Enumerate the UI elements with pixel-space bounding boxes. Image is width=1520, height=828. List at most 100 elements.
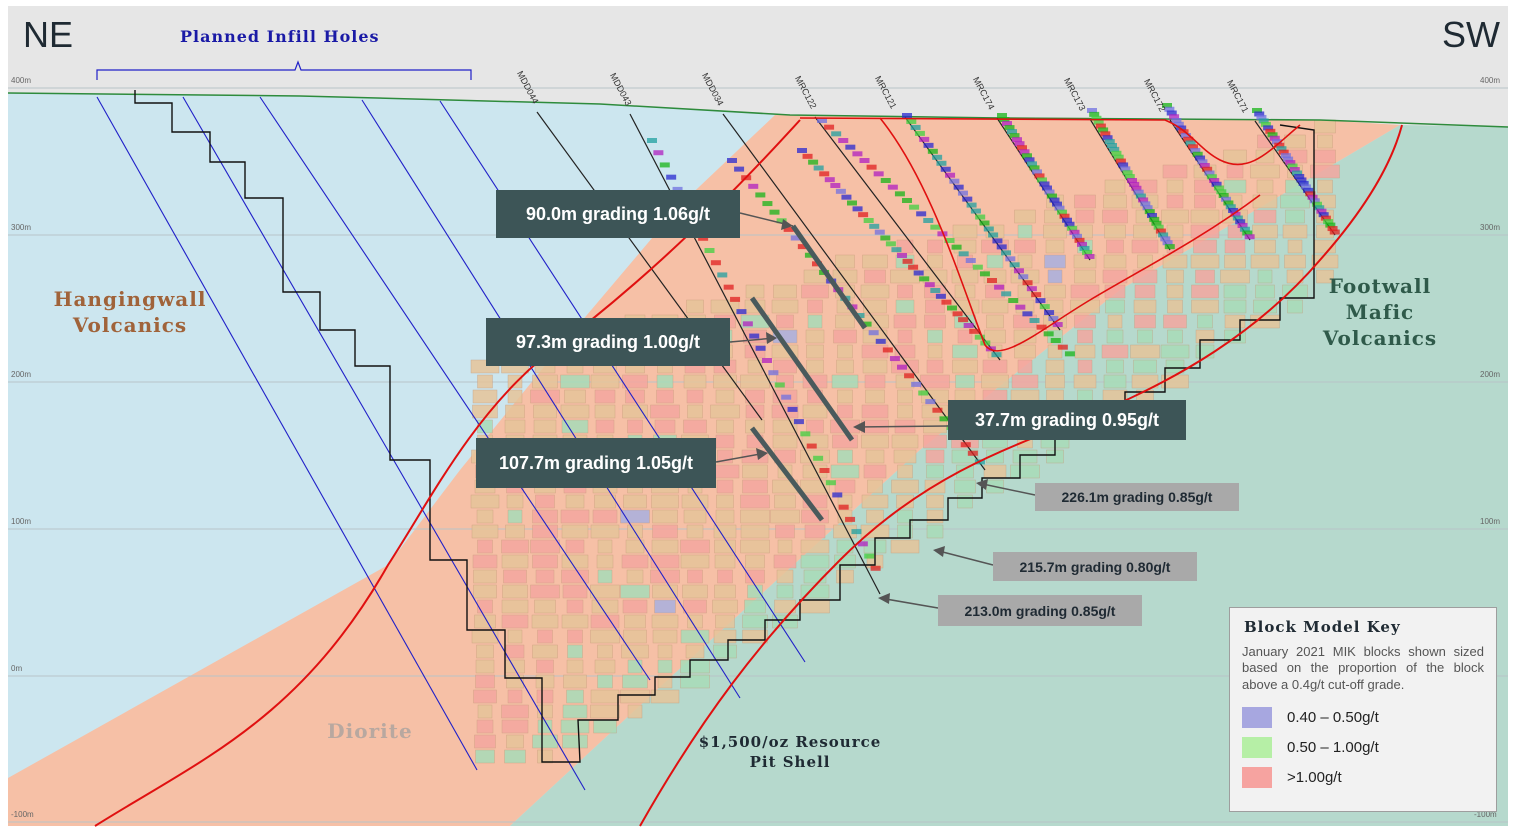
model-block [565, 494, 585, 509]
model-block [747, 584, 763, 599]
model-block [622, 374, 648, 389]
model-block [687, 404, 703, 419]
assay-interval [847, 200, 857, 206]
model-block [806, 344, 824, 359]
assay-interval [793, 419, 804, 425]
model-block [773, 359, 797, 374]
assay-interval [887, 184, 898, 190]
model-block [806, 359, 824, 374]
assay-interval [1057, 344, 1068, 350]
assay-interval [972, 264, 983, 270]
model-block [1045, 374, 1065, 389]
assay-interval [1001, 291, 1012, 297]
model-block [833, 329, 857, 344]
model-block [1195, 329, 1215, 344]
intercept-callout-215m: 215.7m grading 0.80g/t [993, 552, 1197, 581]
assay-interval [1019, 149, 1030, 155]
model-block [714, 584, 736, 599]
assay-interval [1285, 160, 1296, 166]
model-block [981, 374, 1009, 389]
intercept-bar-2 [749, 296, 855, 442]
model-block [1314, 119, 1336, 134]
assay-interval [1235, 219, 1246, 225]
model-block [832, 434, 858, 449]
assay-interval [1303, 187, 1314, 193]
assay-interval [1124, 174, 1135, 180]
assay-interval [1069, 229, 1080, 235]
model-block [745, 284, 765, 299]
model-block [1282, 224, 1308, 239]
intercept-bars [749, 224, 868, 522]
model-block [473, 689, 497, 704]
assay-interval [1298, 180, 1309, 186]
assay-interval [1325, 222, 1336, 228]
infill-hole-1 [96, 96, 478, 771]
model-block [986, 254, 1004, 269]
model-block [1166, 179, 1184, 194]
model-block [680, 659, 710, 674]
model-block [651, 494, 679, 509]
model-block [861, 434, 889, 449]
assay-interval [923, 218, 934, 223]
model-block [680, 554, 710, 569]
assay-interval [804, 252, 815, 258]
assay-interval [902, 198, 912, 203]
model-block [476, 644, 494, 659]
assay-interval [1035, 298, 1046, 304]
model-block [477, 539, 493, 554]
model-block [1102, 269, 1128, 284]
model-block [890, 539, 920, 554]
model-block [1137, 329, 1153, 344]
model-block [1254, 239, 1276, 254]
model-block [860, 284, 890, 299]
model-block [716, 494, 734, 509]
model-block [682, 584, 708, 599]
model-block [831, 374, 859, 389]
model-block [590, 524, 620, 539]
model-block [716, 419, 734, 434]
direction-sw: SW [1442, 14, 1500, 55]
elevation-label-left-200: 200m [11, 370, 32, 379]
model-block [1134, 284, 1156, 299]
model-block [624, 614, 646, 629]
assay-interval [1206, 174, 1217, 180]
model-block [777, 539, 793, 554]
model-block [473, 584, 497, 599]
assay-interval [1269, 135, 1280, 141]
model-block [710, 299, 740, 314]
model-block [920, 374, 950, 389]
model-block [1104, 284, 1126, 299]
assay-interval [916, 211, 927, 217]
model-block [1106, 359, 1124, 374]
assay-interval [1039, 181, 1050, 187]
assay-interval [704, 248, 715, 253]
block-model-key-title: Block Model Key [1244, 618, 1401, 636]
assay-interval [832, 492, 843, 498]
model-block [836, 359, 854, 374]
assay-interval [1120, 166, 1131, 172]
model-block [982, 359, 1008, 374]
model-block [745, 569, 765, 584]
assay-interval [1107, 143, 1117, 148]
assay-interval [781, 394, 792, 400]
assay-interval [919, 136, 930, 142]
model-block [597, 569, 613, 584]
assay-interval [808, 159, 819, 165]
model-block [680, 674, 710, 689]
model-block [627, 659, 643, 674]
model-block [532, 374, 558, 389]
assay-interval [1084, 253, 1095, 259]
assay-interval [1244, 234, 1255, 240]
model-block [561, 554, 589, 569]
assay-interval [1204, 170, 1215, 176]
model-block [1133, 224, 1157, 239]
assay-interval [1044, 189, 1055, 195]
assay-interval [1314, 205, 1325, 211]
assay-interval [1133, 189, 1144, 195]
model-block [680, 539, 710, 554]
assay-interval [755, 192, 766, 198]
hole-trace-mdd044 [536, 111, 763, 421]
assay-interval [1276, 146, 1287, 152]
model-block [774, 494, 796, 509]
